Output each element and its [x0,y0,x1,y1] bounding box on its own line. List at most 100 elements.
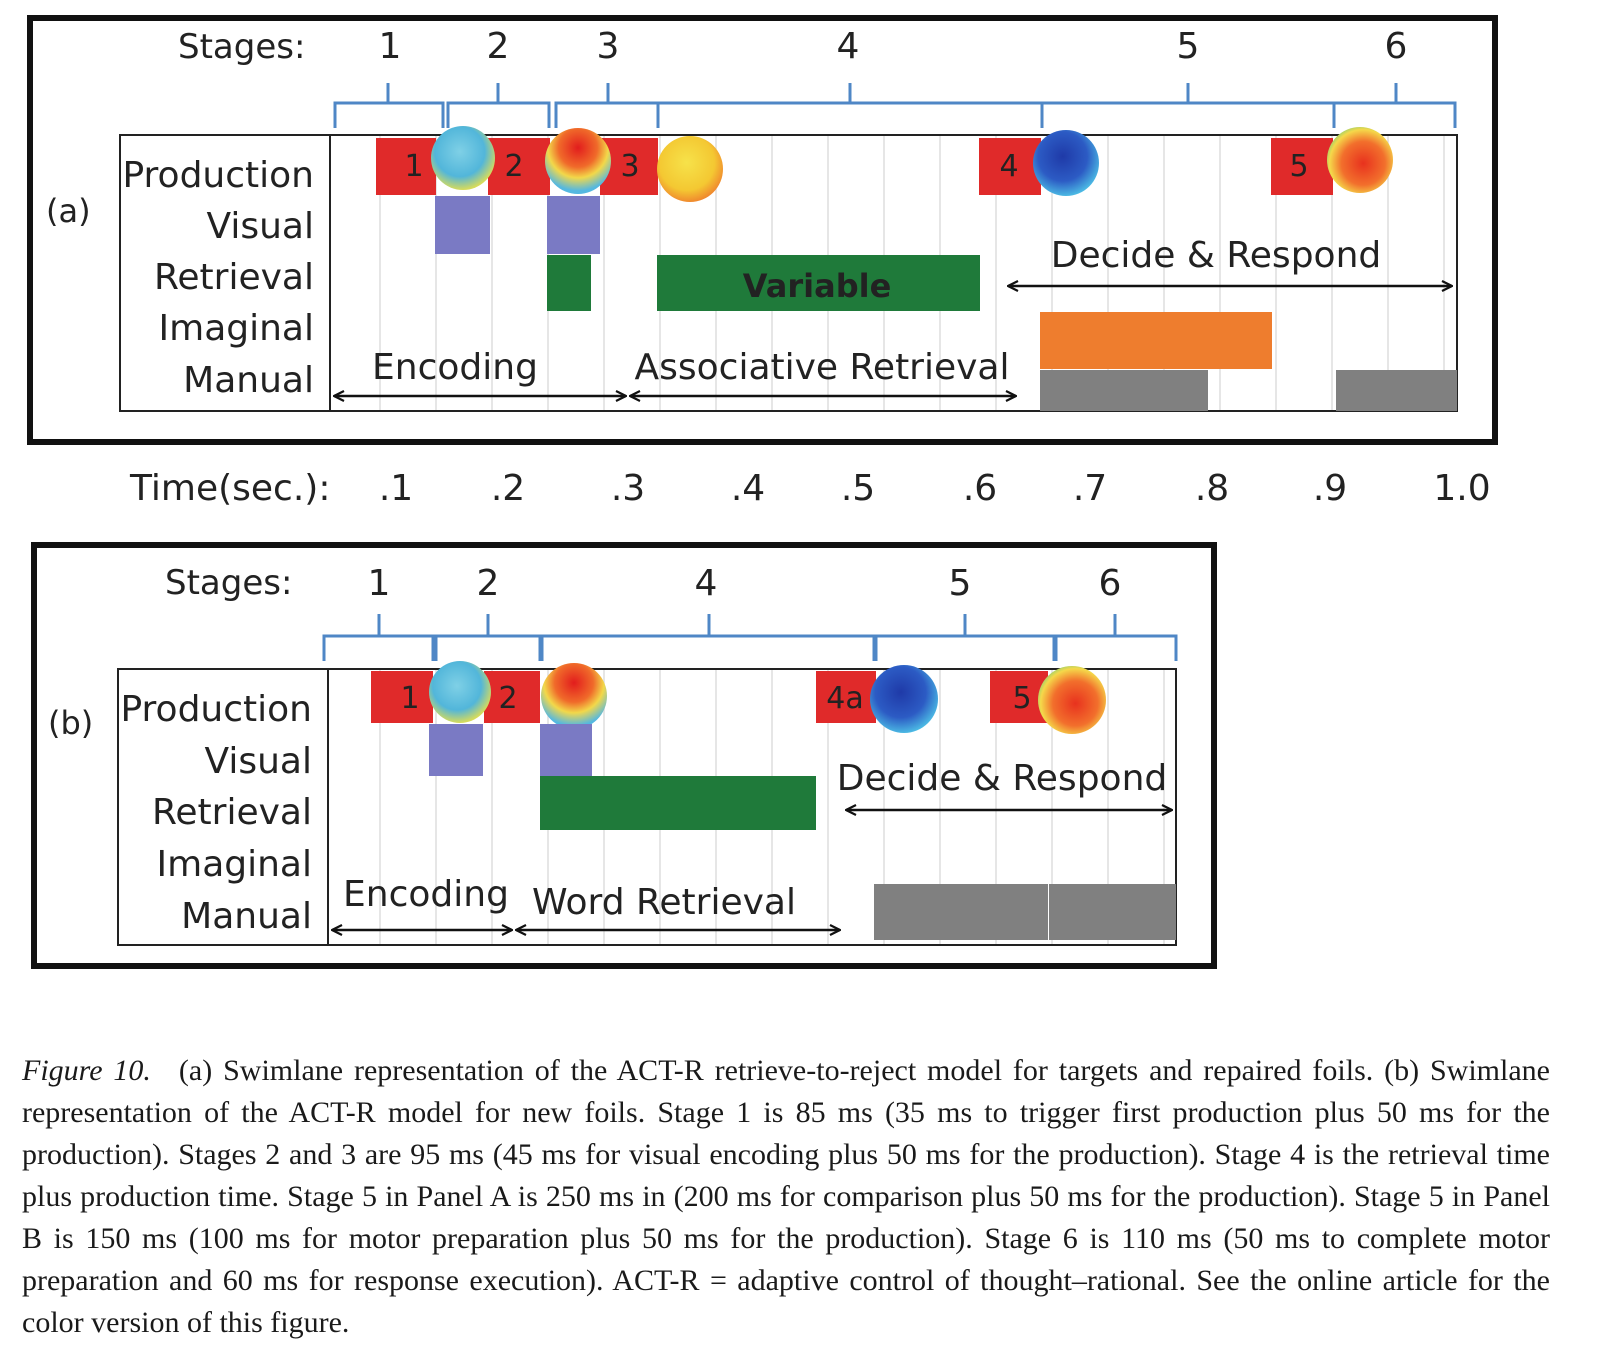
swimlane-figure: Stages: 1 2 3 4 5 6 (a) Production Visua… [27,15,1498,969]
production-block [979,138,1041,195]
lane-label-imaginal: Imaginal [159,308,314,349]
stage-bracket [1040,83,1336,128]
production-block [1271,138,1333,195]
panel-b-stages-label: Stages: [165,563,292,603]
panel-a-stage-label: 6 [1385,26,1408,67]
time-tick: .6 [963,468,997,509]
production-label: 1 [400,681,419,716]
lane-label-production: Production [120,689,312,730]
production-block [371,671,433,723]
brain-activation-image [429,661,491,723]
stage-bracket [656,83,1044,128]
production-block [488,138,550,195]
panel-a-tag: (a) [46,192,91,230]
time-axis: Time(sec.): .1 .2 .3 .4 .5 .6 .7 .8 .9 1… [129,468,1491,509]
panel-a-stage-label: 1 [379,26,402,67]
figure-caption-text: (a) Swimlane representation of the ACT-R… [22,1054,1550,1339]
brain-activation-image [657,136,723,202]
time-tick: .3 [611,468,645,509]
manual-block [1336,370,1457,411]
phase-label-word-retrieval: Word Retrieval [532,882,796,923]
stage-bracket [322,614,435,661]
manual-block [1049,884,1176,940]
retrieval-variable-label: Variable [743,267,892,305]
time-tick: 1.0 [1433,468,1490,509]
retrieval-block [547,255,591,311]
brain-activation-image [1038,666,1106,734]
stage-bracket [540,614,876,661]
panel-a-stage-label: 3 [597,26,620,67]
production-label: 5 [1289,149,1308,184]
visual-block [540,724,592,776]
panel-b-stage-label: 2 [477,563,500,604]
phase-label-decide-respond: Decide & Respond [1051,235,1381,276]
lane-label-production: Production [122,155,314,196]
time-tick: .4 [731,468,765,509]
panel-a-stage-label: 5 [1177,26,1200,67]
time-tick: .8 [1195,468,1229,509]
production-label: 5 [1012,681,1031,716]
production-block [816,671,876,723]
panel-a-stage-label: 4 [837,26,860,67]
production-label: 1 [404,149,423,184]
lane-label-visual: Visual [207,206,314,247]
retrieval-block [540,776,816,830]
lane-label-imaginal: Imaginal [157,844,312,885]
time-tick: .7 [1073,468,1107,509]
production-label: 3 [620,149,639,184]
time-tick: .5 [841,468,875,509]
panel-a-lane-labels-box [119,134,331,412]
time-tick: .1 [379,468,413,509]
phase-label-encoding: Encoding [372,347,538,388]
panel-b-stage-label: 1 [368,563,391,604]
lane-label-retrieval: Retrieval [154,257,314,298]
manual-block [1040,370,1208,411]
stage-bracket [874,614,1056,661]
figure-caption: Figure 10.(a) Swimlane representation of… [22,1050,1550,1344]
panel-a-stage-label: 2 [487,26,510,67]
production-block [376,138,436,195]
lane-label-manual: Manual [181,896,312,937]
stage-bracket [1054,614,1178,661]
phase-label-associative-retrieval: Associative Retrieval [634,347,1009,388]
visual-block [547,196,600,254]
brain-activation-image [545,128,611,194]
manual-block [874,884,1048,940]
time-axis-label: Time(sec.): [129,468,330,509]
stage-bracket [446,83,551,128]
brain-activation-image [1327,127,1393,193]
brain-activation-image [1033,130,1099,196]
production-label: 2 [498,681,517,716]
lane-label-manual: Manual [183,360,314,401]
production-label: 4a [826,681,863,716]
stage-bracket [434,614,542,661]
lane-label-visual: Visual [205,741,312,782]
time-tick: .2 [491,468,525,509]
panel-a-stages-label: Stages: [178,27,305,67]
stage-bracket [554,83,660,128]
figure-caption-label: Figure 10. [22,1054,151,1087]
imaginal-block [1040,312,1272,369]
panel-b: Stages: 1 2 4 5 6 (b) Production Visual … [31,542,1217,969]
lane-label-retrieval: Retrieval [152,792,312,833]
retrieval-block-variable [657,255,980,311]
phase-label-decide-respond: Decide & Respond [837,758,1167,799]
panel-a-frame [27,15,1498,445]
production-label: 4 [999,149,1018,184]
panel-b-tag: (b) [48,704,93,742]
panel-b-lane-labels-box [117,668,329,946]
production-block [484,671,540,723]
phase-label-encoding: Encoding [343,874,509,915]
visual-block [435,196,490,254]
stage-bracket [333,83,445,128]
panel-b-stage-label: 5 [949,563,972,604]
brain-activation-image [870,665,938,733]
visual-block [429,724,483,776]
panel-b-stage-label: 6 [1099,563,1122,604]
panel-a-stage-brackets [333,83,1457,128]
panel-a: Stages: 1 2 3 4 5 6 (a) Production Visua… [27,15,1498,445]
brain-activation-image [541,663,607,729]
panel-b-stage-brackets [322,614,1178,661]
panel-b-frame [31,542,1217,969]
production-label: 2 [504,149,523,184]
